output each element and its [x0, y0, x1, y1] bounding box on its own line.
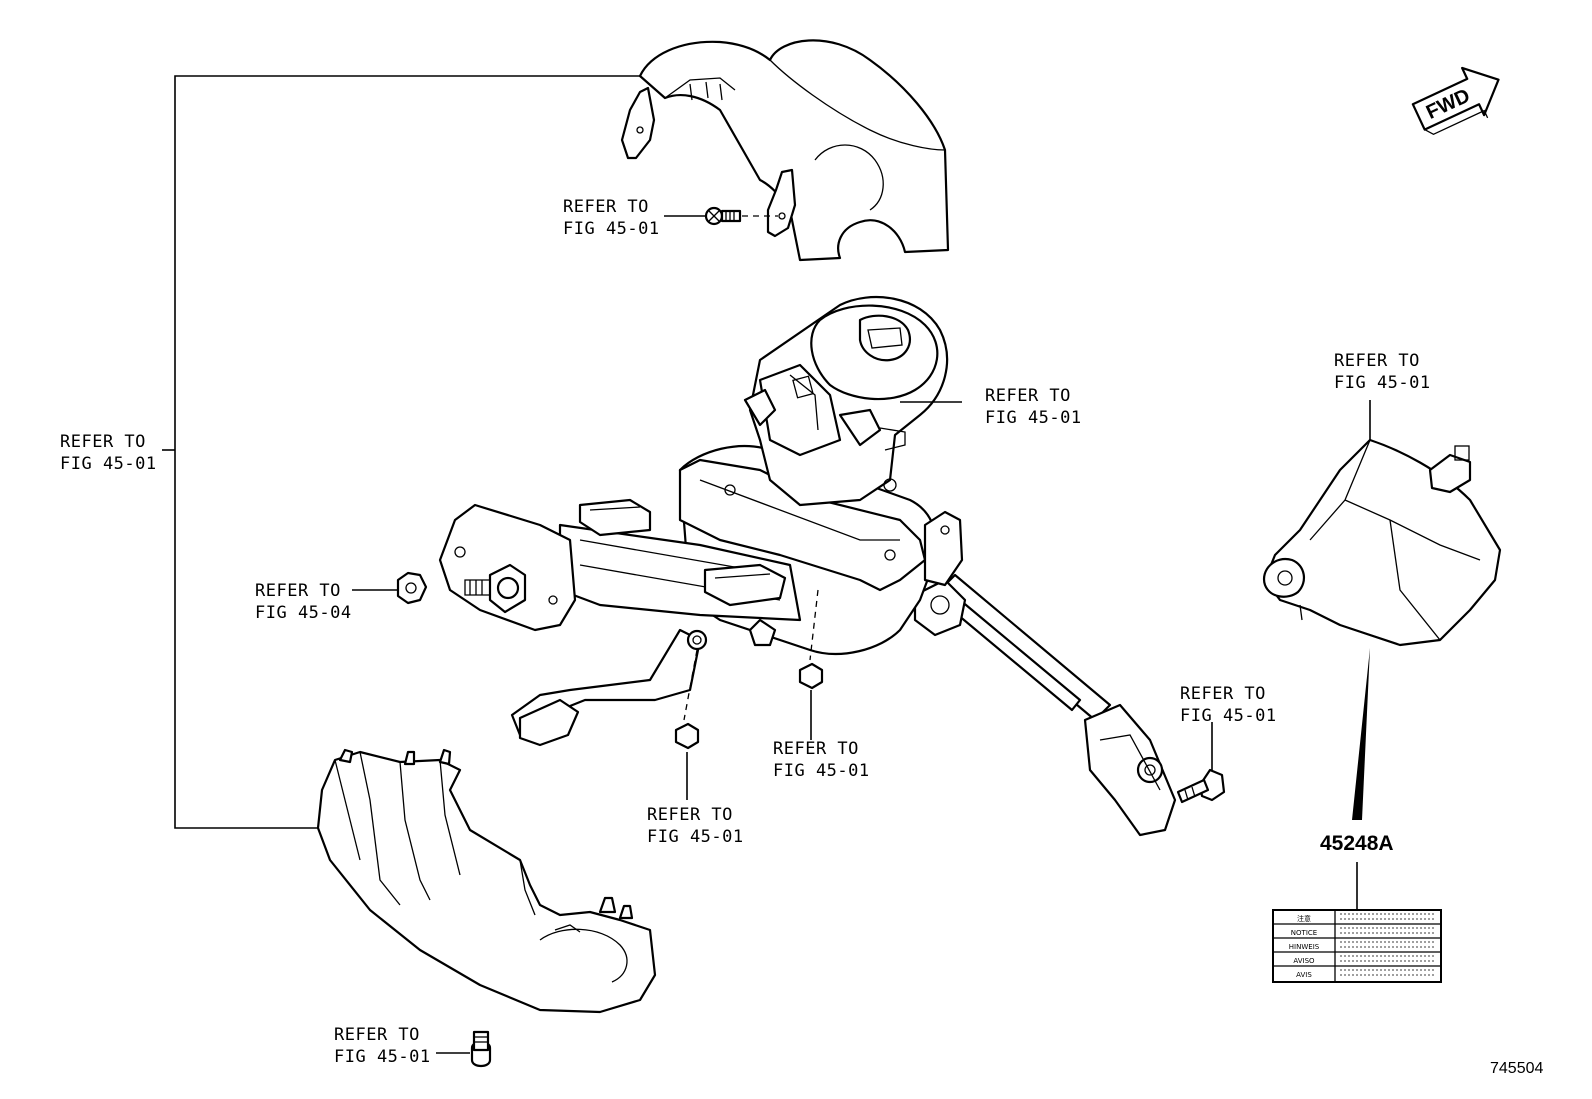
- fwd-direction-arrow: FWD: [1411, 66, 1500, 136]
- callout-line2: FIG 45-01: [563, 219, 660, 239]
- callout-line2: FIG 45-01: [60, 454, 157, 474]
- steering-column-cover-right: [1262, 400, 1502, 647]
- callout-lower-screw: REFER TO FIG 45-01: [334, 1024, 431, 1068]
- callout-line1: REFER TO: [60, 432, 146, 452]
- callout-line1: REFER TO: [647, 805, 733, 825]
- upper-screw: [664, 206, 778, 226]
- callout-line2: FIG 45-01: [334, 1047, 431, 1067]
- callout-line1: REFER TO: [773, 739, 859, 759]
- callout-line2: FIG 45-01: [1334, 373, 1431, 393]
- callout-left-bracket: REFER TO FIG 45-01: [60, 431, 157, 475]
- callout-line1: REFER TO: [985, 386, 1071, 406]
- callout-line2: FIG 45-01: [773, 761, 870, 781]
- callout-line2: FIG 45-01: [1180, 706, 1277, 726]
- illustration-number: 745504: [1490, 1060, 1544, 1077]
- column-nut: [352, 571, 428, 605]
- callout-line2: FIG 45-01: [647, 827, 744, 847]
- notice-row-2: HINWEIS: [1289, 943, 1320, 951]
- notice-row-1: NOTICE: [1291, 929, 1317, 937]
- callout-line1: REFER TO: [255, 581, 341, 601]
- lower-column-cover: [316, 748, 657, 1014]
- callout-line2: FIG 45-04: [255, 603, 352, 623]
- callout-center-nut: REFER TO FIG 45-01: [773, 738, 870, 782]
- callout-lower-nut: REFER TO FIG 45-01: [647, 804, 744, 848]
- notice-row-3: AVISO: [1293, 957, 1315, 965]
- steering-column-assembly: [438, 295, 1177, 837]
- lower-cover-screw: [436, 1030, 492, 1068]
- callout-line1: REFER TO: [334, 1025, 420, 1045]
- shaft-bolt: [1176, 722, 1226, 804]
- callout-line1: REFER TO: [563, 197, 649, 217]
- cover-bracket-line: [162, 75, 640, 829]
- callout-line2: FIG 45-01: [985, 408, 1082, 428]
- callout-upper-cover: REFER TO FIG 45-01: [563, 196, 660, 240]
- callout-line1: REFER TO: [1180, 684, 1266, 704]
- notice-label: 注意 NOTICE HINWEIS AVISO AVIS: [1272, 909, 1442, 983]
- part-pointer: [1352, 648, 1370, 820]
- callout-line1: REFER TO: [1334, 351, 1420, 371]
- notice-row-4: AVIS: [1296, 971, 1312, 979]
- lower-flange-nut: [674, 722, 700, 800]
- callout-shaft-bolt: REFER TO FIG 45-01: [1180, 683, 1277, 727]
- callout-nut: REFER TO FIG 45-04: [255, 580, 352, 624]
- notice-row-0: 注意: [1297, 914, 1311, 923]
- part-number: 45248A: [1320, 832, 1394, 855]
- upper-column-cover: [620, 39, 950, 262]
- callout-right-cover: REFER TO FIG 45-01: [1334, 350, 1431, 394]
- center-flange-nut: [798, 662, 824, 740]
- callout-ignition: REFER TO FIG 45-01: [985, 385, 1082, 429]
